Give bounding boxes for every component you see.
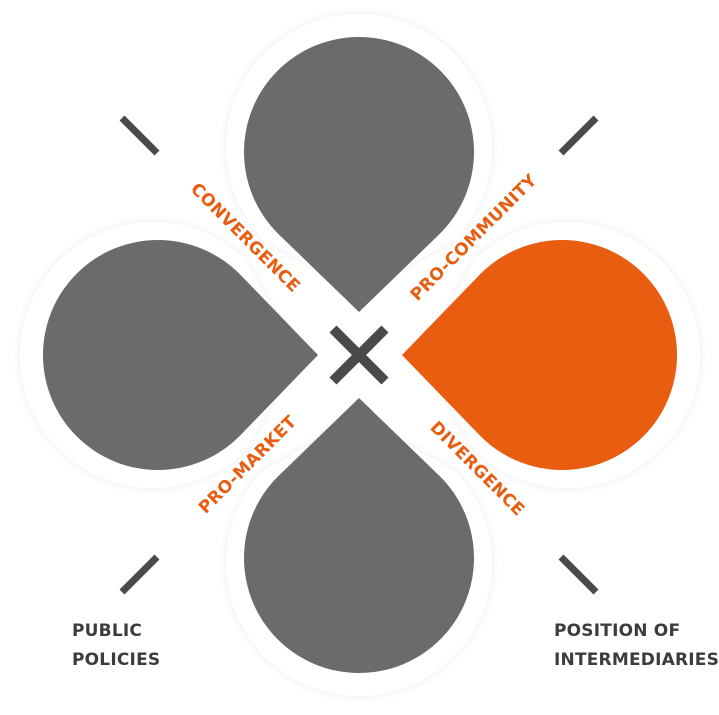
intermediaries-line1: POSITION OF — [554, 621, 680, 641]
dash-top-right — [558, 115, 599, 156]
dash-top-left — [119, 115, 160, 156]
intermediaries-line2: INTERMEDIARIES — [554, 650, 719, 670]
dash-bottom-left — [119, 554, 160, 595]
public-policies-line1: PUBLIC — [72, 621, 142, 641]
public-policies-line2: POLICIES — [72, 650, 160, 670]
dash-bottom-right — [558, 554, 599, 595]
corner-label-public-policies: PUBLIC POLICIES — [72, 621, 160, 670]
corner-label-position-of-intermediaries: POSITION OF INTERMEDIARIES — [554, 621, 719, 670]
diagonal-dashes — [119, 115, 599, 595]
x-cross-icon — [329, 325, 389, 385]
